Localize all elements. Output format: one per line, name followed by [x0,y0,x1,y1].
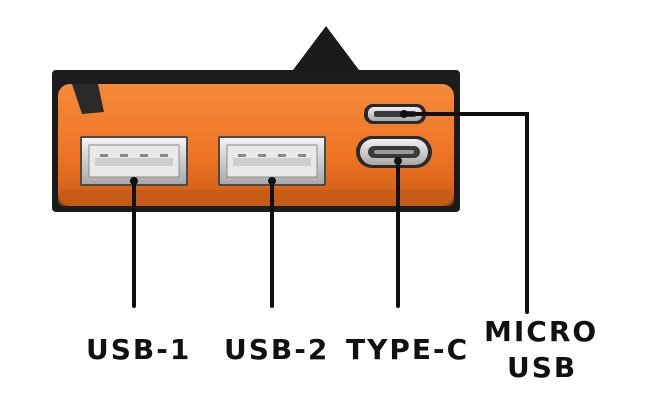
usb-a-port-icon [80,136,188,186]
lanyard-hole-icon [72,84,104,114]
label-micro-line1: MICRO [484,315,599,348]
label-usb2: USB-2 [224,333,330,366]
usb-c-port-icon [356,136,432,168]
leader-line-micro [402,112,529,314]
label-micro-line2: USB [507,351,578,384]
indicator-triangle-icon [290,26,362,74]
label-typec: TYPE-C [346,333,470,366]
micro-usb-port-icon [364,104,426,124]
label-usb1: USB-1 [86,333,192,366]
usb-a-port-icon [218,136,326,186]
